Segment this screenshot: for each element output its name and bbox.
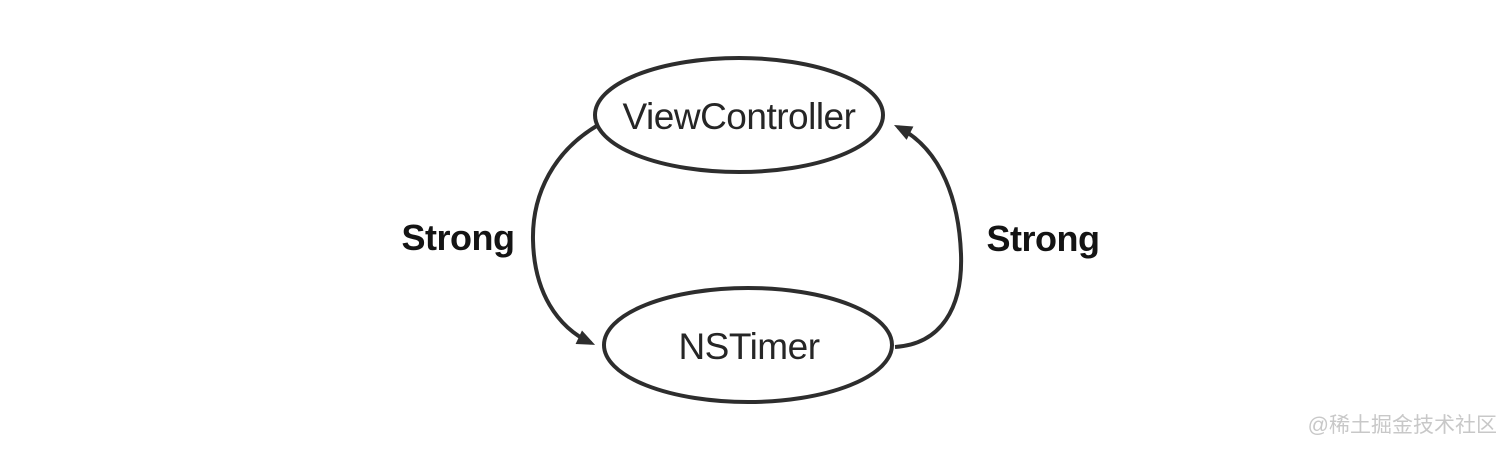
watermark-text: @稀土掘金技术社区	[1307, 414, 1497, 437]
viewcontroller-node-label: ViewController	[622, 96, 856, 137]
strong-edge-nstimer-to-viewcontroller	[893, 124, 964, 349]
strong-edge-label-left: Strong	[401, 217, 515, 258]
nstimer-node-ellipse	[602, 286, 894, 404]
nstimer-node-label: NSTimer	[678, 326, 820, 367]
viewcontroller-node-ellipse	[593, 56, 885, 174]
strong-edge-label-right: Strong	[986, 218, 1100, 259]
strong-edge-viewcontroller-to-nstimer	[530, 122, 601, 345]
